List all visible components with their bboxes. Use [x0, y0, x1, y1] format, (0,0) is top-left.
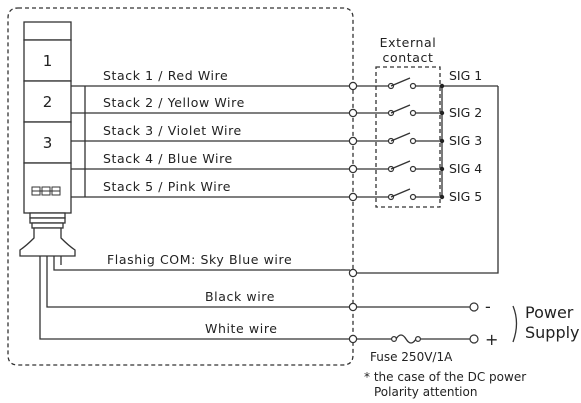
wire-label-stack-4: Stack 4 / Blue Wire [103, 151, 233, 166]
tower-segment-label: 1 [43, 52, 53, 70]
power-supply-label: Power [525, 303, 574, 322]
tower-base [19, 227, 76, 257]
signal-label-1: SIG 1 [449, 68, 482, 83]
polarity-minus: - [485, 297, 491, 316]
wire-label-stack-1: Stack 1 / Red Wire [103, 68, 228, 83]
external-contact-label: contact [383, 50, 434, 65]
enclosure-boundary [7, 7, 354, 366]
com-wire-label: Flashig COM: Sky Blue wire [107, 252, 292, 267]
polarity-note: * the case of the DC power [364, 370, 526, 384]
wire-label-stack-2: Stack 2 / Yellow Wire [103, 95, 245, 110]
tower-segment-2 [23, 80, 72, 123]
buzzer-grille-icon [31, 186, 61, 196]
power-supply-label: Supply [525, 323, 580, 342]
power-wires [356, 302, 518, 344]
signal-label-5: SIG 5 [449, 189, 482, 204]
fuse-icon [391, 334, 422, 344]
switch-rows [356, 77, 498, 201]
stack-wires [71, 85, 350, 198]
white-wire-label: White wire [205, 321, 278, 336]
fuse-label: Fuse 250V/1A [370, 350, 453, 364]
base-wires [39, 256, 350, 340]
tower-segment-label: 2 [43, 93, 53, 111]
power-supply-bracket [512, 305, 518, 343]
signal-label-2: SIG 2 [449, 105, 482, 120]
labels: External contact Stack 1 / Red Wire Stac… [103, 35, 580, 399]
external-contact-box [375, 66, 441, 208]
com-return-wire [356, 86, 499, 274]
external-contact-label: External [380, 35, 437, 50]
signal-label-4: SIG 4 [449, 161, 482, 176]
wire-label-stack-3: Stack 3 / Violet Wire [103, 123, 242, 138]
polarity-note: Polarity attention [374, 385, 477, 399]
signal-label-3: SIG 3 [449, 133, 482, 148]
tower-segment-label: 3 [43, 134, 53, 152]
polarity-plus: + [485, 330, 498, 349]
wire-label-stack-5: Stack 5 / Pink Wire [103, 179, 231, 194]
black-wire-label: Black wire [205, 289, 275, 304]
signal-tower: 1 2 3 [19, 21, 76, 257]
tower-segment-3 [23, 121, 72, 164]
